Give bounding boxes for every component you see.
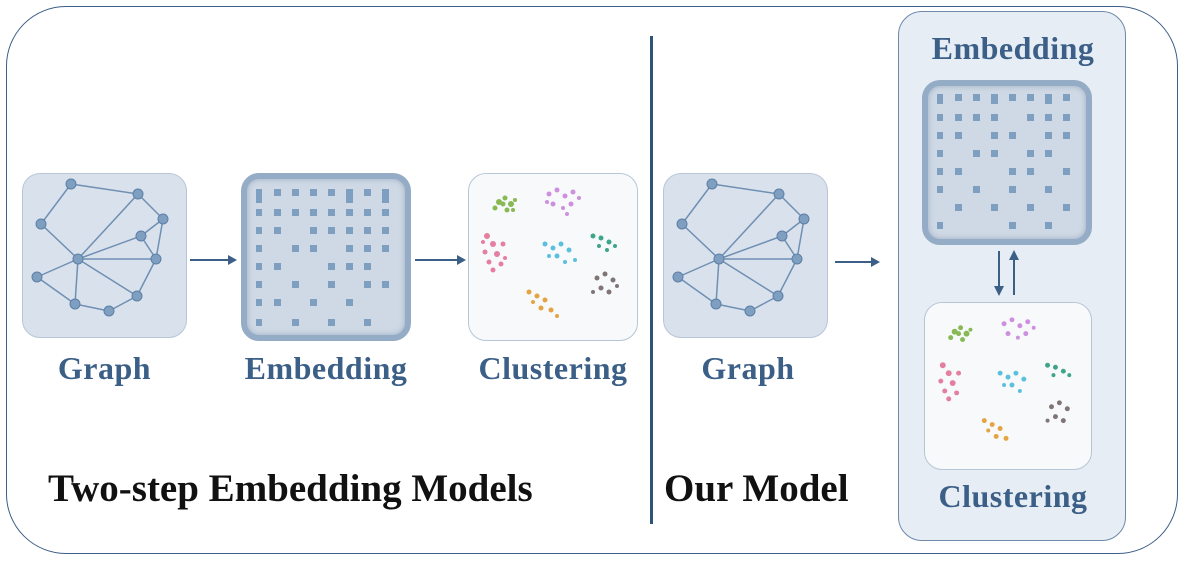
cluster-green xyxy=(492,195,517,213)
clustering-label-right: Clustering xyxy=(938,478,1088,514)
our-model-title: Our Model xyxy=(664,467,849,510)
cluster-teal xyxy=(1045,362,1072,378)
graph-label-right: Graph xyxy=(701,350,795,386)
cluster-teal xyxy=(590,233,617,252)
embedding-panel-right xyxy=(922,80,1092,245)
cluster-green xyxy=(948,325,973,343)
arrow-right-icon xyxy=(415,255,466,265)
graph-icon xyxy=(31,178,169,317)
cluster-purple xyxy=(1001,317,1036,340)
embedding-matrix-icon xyxy=(256,189,389,326)
arrow-right-icon xyxy=(835,257,880,267)
cluster-pink xyxy=(938,362,962,402)
embedding-label-left: Embedding xyxy=(244,350,408,386)
clustering-panel-left xyxy=(468,173,638,341)
cluster-plot-icon xyxy=(938,317,1072,441)
clustering-label-left: Clustering xyxy=(478,350,628,386)
cluster-purple xyxy=(545,187,581,216)
cluster-gray xyxy=(1045,400,1070,424)
cluster-orange xyxy=(526,289,559,318)
bidirectional-arrow-icon xyxy=(994,250,1019,296)
embedding-panel-left xyxy=(241,173,411,341)
cluster-cyan xyxy=(997,370,1027,393)
cluster-pink xyxy=(481,233,507,273)
cluster-plot-icon xyxy=(481,187,619,318)
embedding-label-right: Embedding xyxy=(931,30,1095,66)
section-divider xyxy=(650,36,653,524)
cluster-orange xyxy=(981,418,1009,441)
arrow-right-icon xyxy=(190,255,237,265)
graph-label-left: Graph xyxy=(57,350,152,386)
graph-panel-left xyxy=(22,173,187,338)
graph-panel-right xyxy=(663,173,828,338)
two-step-title: Two-step Embedding Models xyxy=(48,467,533,510)
cluster-cyan xyxy=(542,241,577,264)
clustering-panel-right xyxy=(924,302,1092,470)
embedding-matrix-icon xyxy=(937,94,1070,229)
graph-icon xyxy=(672,178,810,317)
cluster-gray xyxy=(591,271,619,295)
outer-frame xyxy=(6,6,1178,554)
